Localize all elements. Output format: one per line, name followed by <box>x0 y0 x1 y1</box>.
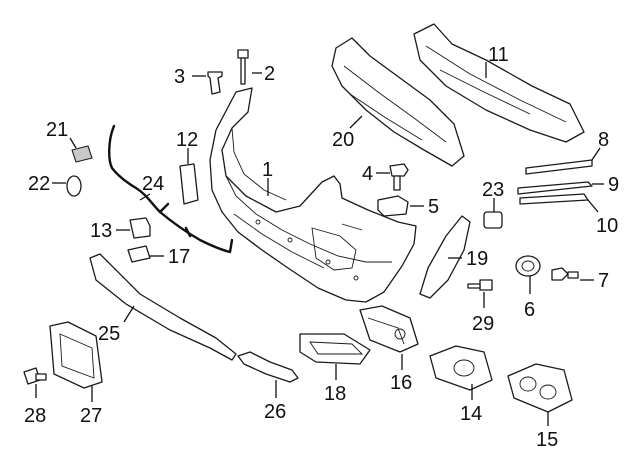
leader-20 <box>349 115 363 129</box>
side-bracket-19 <box>419 215 471 299</box>
sensor-clip-17 <box>127 245 151 263</box>
molding-10 <box>519 193 589 205</box>
callout-24: 24 <box>142 173 164 195</box>
callout-26: 26 <box>264 401 286 423</box>
push-clip-3 <box>207 71 223 95</box>
molding-8 <box>525 159 593 175</box>
callout-8: 8 <box>598 129 609 151</box>
callout-19: 19 <box>466 248 488 270</box>
callout-22: 22 <box>28 173 50 195</box>
callout-9: 9 <box>608 174 619 196</box>
callout-12: 12 <box>176 129 198 151</box>
sensor-13 <box>129 217 151 239</box>
callout-11: 11 <box>488 44 509 66</box>
callout-6: 6 <box>524 299 535 321</box>
callout-27: 27 <box>80 405 102 427</box>
callout-23: 23 <box>482 179 504 201</box>
callout-13: 13 <box>90 220 112 242</box>
callout-5: 5 <box>428 196 439 218</box>
callout-4: 4 <box>362 163 373 185</box>
callout-17: 17 <box>168 246 190 268</box>
bolt-7 <box>551 267 579 281</box>
bumper-cover <box>209 87 417 303</box>
wiring-harness-24 <box>108 124 234 254</box>
callout-1: 1 <box>262 159 273 181</box>
bolt-2 <box>237 49 249 85</box>
fog-bezel-15 <box>507 363 573 413</box>
license-bracket-27 <box>49 321 103 389</box>
callout-14: 14 <box>460 403 482 425</box>
bracket-12 <box>179 163 199 205</box>
callout-7: 7 <box>598 270 609 292</box>
grille-16 <box>359 305 419 353</box>
ring-22 <box>66 175 82 197</box>
pin-29 <box>467 279 493 291</box>
leader-10 <box>587 199 599 213</box>
callout-labels: 1 2 3 4 5 6 7 8 9 10 11 12 13 14 15 16 1… <box>24 44 619 451</box>
callout-3: 3 <box>174 66 185 88</box>
cap-23 <box>483 211 503 229</box>
grommet-6 <box>515 255 541 277</box>
leader-25 <box>123 305 135 323</box>
bolt-28 <box>23 367 47 385</box>
leader-lines <box>35 62 604 426</box>
leader-21 <box>69 137 77 149</box>
callout-25: 25 <box>98 323 120 345</box>
callout-10: 10 <box>596 215 618 237</box>
callout-2: 2 <box>264 63 275 85</box>
fog-bezel-14 <box>429 345 493 391</box>
callout-18: 18 <box>324 383 346 405</box>
callout-20: 20 <box>332 129 354 151</box>
callout-16: 16 <box>390 372 412 394</box>
grille-18 <box>299 333 371 365</box>
bolt-4 <box>389 163 409 191</box>
trim-26 <box>237 351 299 383</box>
lower-spoiler-25 <box>89 253 237 361</box>
leader-24 <box>139 193 151 201</box>
callout-28: 28 <box>24 405 46 427</box>
block-5 <box>377 195 409 217</box>
molding-9 <box>517 181 593 195</box>
reinforcement-20 <box>331 37 465 167</box>
callout-15: 15 <box>536 429 558 451</box>
callout-29: 29 <box>472 313 494 335</box>
leader-8 <box>591 147 601 161</box>
energy-absorber-11 <box>413 23 585 143</box>
callout-21: 21 <box>46 119 68 141</box>
block-21 <box>71 145 93 163</box>
